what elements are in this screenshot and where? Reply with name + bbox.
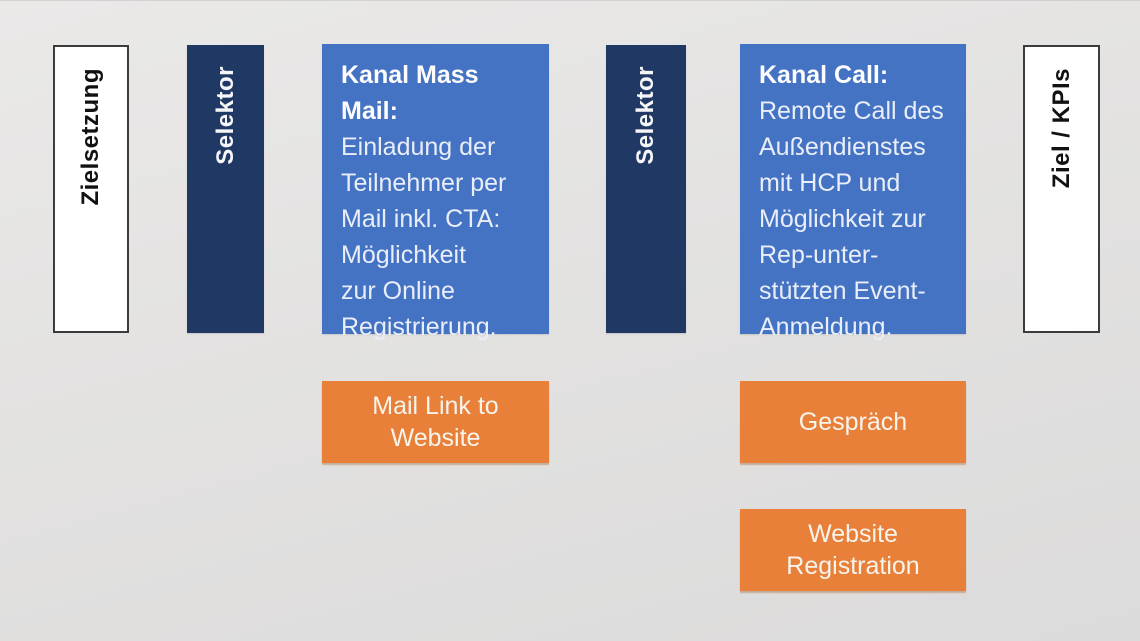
- touchpoint-website-registration-box: Website Registration: [740, 509, 966, 591]
- selector-left-label: Selektor: [211, 66, 239, 165]
- objective-label: Zielsetzung: [77, 68, 104, 206]
- objective-box: Zielsetzung: [53, 45, 129, 333]
- channel-mass-mail-box: Kanal Mass Mail: Einladung der Teilnehme…: [322, 44, 549, 341]
- touchpoint-mail-link-label: Mail Link to Website: [372, 392, 499, 452]
- channel-mass-mail-title: Kanal Mass Mail:: [341, 61, 479, 125]
- touchpoint-website-registration-label: Website Registration: [786, 520, 920, 580]
- goal-kpis-label: Ziel / KPIs: [1047, 68, 1075, 189]
- selector-right-label: Selektor: [632, 66, 659, 165]
- channel-mass-mail-description: Einladung der Teilnehmer per Mail inkl. …: [341, 133, 507, 341]
- touchpoint-gespraech-box: Gespräch: [740, 381, 966, 463]
- goal-kpis-box: Ziel / KPIs: [1023, 45, 1100, 333]
- channel-call-box: Kanal Call: Remote Call des Außendienste…: [740, 44, 966, 341]
- channel-call-title: Kanal Call:: [759, 61, 889, 89]
- touchpoint-mail-link-box: Mail Link to Website: [322, 381, 549, 463]
- touchpoint-gespraech-label: Gespräch: [798, 408, 908, 436]
- selector-box-left: Selektor: [187, 45, 264, 333]
- selector-box-right: Selektor: [606, 45, 686, 333]
- channel-call-description: Remote Call des Außendienstes mit HCP un…: [759, 97, 944, 341]
